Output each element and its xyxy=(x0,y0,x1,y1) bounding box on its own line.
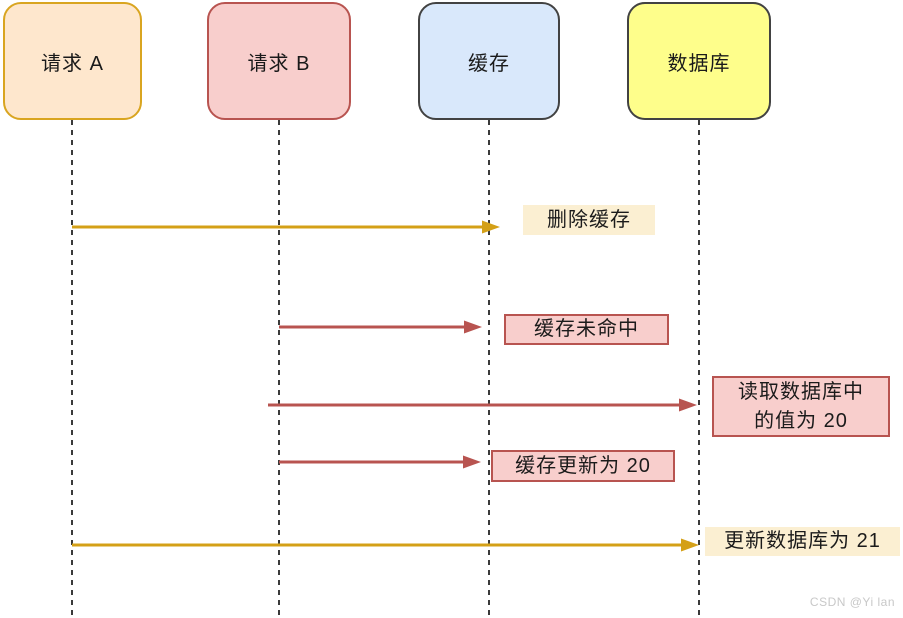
arrowhead-icon xyxy=(681,538,699,552)
actor-box-cache: 缓存 xyxy=(418,2,560,120)
arrowhead-icon xyxy=(482,220,500,234)
message-label-update-db: 更新数据库为 21 xyxy=(705,527,900,556)
watermark: CSDN @Yi lan xyxy=(809,595,895,609)
actor-label-database: 数据库 xyxy=(667,52,731,75)
arrowhead-icon xyxy=(464,320,482,334)
actor-box-database: 数据库 xyxy=(627,2,771,120)
message-label-read-db-value: 读取数据库中 的值为 20 xyxy=(712,376,890,437)
actor-label-request-a: 请求 A xyxy=(41,52,104,75)
actor-label-cache: 缓存 xyxy=(468,52,510,75)
actor-label-request-b: 请求 B xyxy=(247,52,311,75)
arrowhead-icon xyxy=(679,398,697,412)
arrowhead-icon xyxy=(463,455,481,469)
message-label-delete-cache: 删除缓存 xyxy=(523,205,655,235)
actor-box-request-b: 请求 B xyxy=(207,2,351,120)
actor-box-request-a: 请求 A xyxy=(3,2,142,120)
message-label-cache-miss: 缓存未命中 xyxy=(504,314,669,345)
message-label-cache-update: 缓存更新为 20 xyxy=(491,450,675,482)
